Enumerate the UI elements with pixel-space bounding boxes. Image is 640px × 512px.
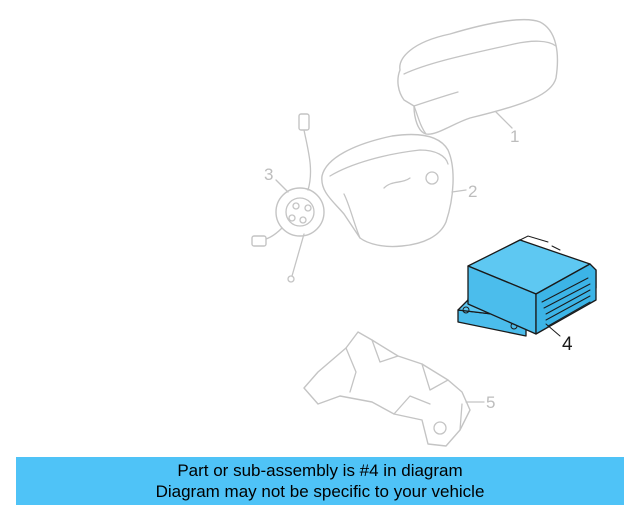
clock-spring-icon	[251, 113, 325, 283]
banner-line-1: Part or sub-assembly is #4 in diagram	[177, 461, 463, 480]
callout-1: 1	[510, 127, 519, 146]
callout-3: 3	[264, 165, 273, 184]
callout-2: 2	[468, 182, 477, 201]
callout-line-1	[495, 111, 513, 129]
callout-4: 4	[562, 334, 573, 355]
banner-line-2: Diagram may not be specific to your vehi…	[155, 482, 485, 501]
callout-line-4	[545, 323, 561, 337]
callout-5: 5	[486, 393, 495, 412]
callout-line-2	[451, 189, 467, 193]
airbag-module-icon	[321, 133, 454, 248]
steering-wheel-cover-icon	[397, 18, 559, 135]
part-info-banner: Part or sub-assembly is #4 in diagram Di…	[16, 457, 624, 505]
callout-line-3	[275, 179, 289, 193]
mounting-bracket-icon	[303, 331, 471, 447]
airbag-control-module-icon	[457, 235, 597, 337]
parts-diagram: 1 2 3 4	[251, 18, 597, 447]
